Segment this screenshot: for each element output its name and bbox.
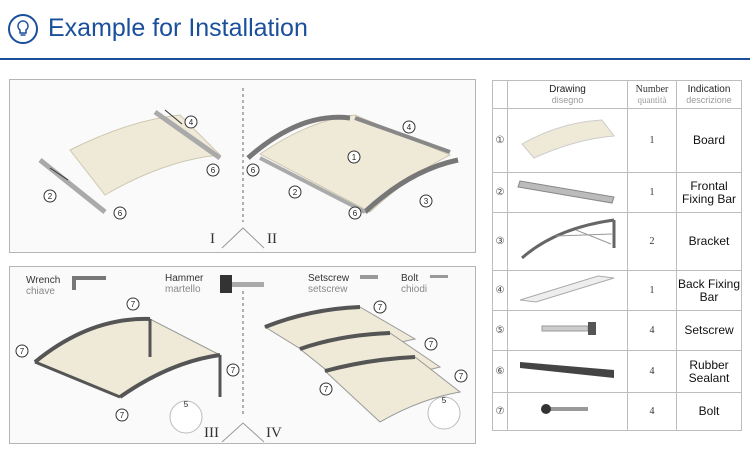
callout-7a: 7 [131, 300, 136, 309]
callout-6b: 6 [118, 209, 123, 218]
hammer-icon [220, 275, 264, 293]
callout-1a: 1 [352, 153, 357, 162]
callout-5b: 5 [442, 396, 447, 405]
tool-bolt-sub: chiodi [401, 284, 428, 295]
callout-7b: 7 [20, 347, 25, 356]
table-row: ③ 2 Bracket [492, 212, 742, 271]
bolt-icon [430, 275, 448, 278]
callout-7f: 7 [429, 340, 434, 349]
callout-7h: 7 [324, 385, 329, 394]
back-fixing-bar-drawing [507, 270, 628, 311]
board-drawing [507, 108, 628, 173]
callout-7e: 7 [378, 303, 383, 312]
header: Example for Installation [0, 0, 750, 62]
tool-setscrew-label: Setscrew [308, 273, 350, 284]
tool-wrench: Wrench chiave [26, 275, 60, 297]
callout-2b: 2 [293, 188, 298, 197]
table-row: ⑥ 4 Rubber Sealant [492, 350, 742, 393]
step-label-3: III [204, 425, 219, 441]
wrench-icon [72, 276, 106, 290]
lightbulb-icon [8, 14, 38, 44]
callout-4b: 4 [407, 123, 412, 132]
callout-5a: 5 [184, 400, 189, 409]
tool-wrench-label: Wrench [26, 275, 61, 286]
table-header-row: Drawing disegno Number quantità Indicati… [492, 80, 742, 109]
installation-panel-top: 4 6 2 6 1 2 6 4 6 3 I II [9, 79, 476, 253]
setscrew-icon [360, 275, 378, 279]
callout-7c: 7 [231, 366, 236, 375]
table-row: ⑤ 4 Setscrew [492, 310, 742, 351]
tool-setscrew: Setscrew setscrew [308, 273, 349, 295]
table-row: ⑦ 4 Bolt [492, 392, 742, 431]
bracket-drawing [507, 212, 628, 271]
header-indication: Indication descrizione [676, 80, 742, 109]
header-drawing: Drawing disegno [507, 80, 628, 109]
title-rule [0, 58, 750, 60]
step-label-2: II [267, 231, 277, 247]
table-row: ④ 1 Back Fixing Bar [492, 270, 742, 311]
callout-7d: 7 [120, 411, 125, 420]
tool-bolt: Bolt chiodi [401, 273, 427, 295]
setscrew-drawing [507, 310, 628, 351]
callout-6a: 6 [211, 166, 216, 175]
frontal-fixing-bar-drawing [507, 172, 628, 213]
callout-6d: 6 [353, 209, 358, 218]
step-label-1: I [210, 231, 215, 247]
tool-hammer-label: Hammer [165, 273, 204, 284]
callout-4a: 4 [189, 118, 194, 127]
parts-table: Drawing disegno Number quantità Indicati… [492, 80, 742, 431]
tool-setscrew-sub: setscrew [308, 284, 348, 295]
table-row: ① 1 Board [492, 108, 742, 173]
tool-hammer-sub: martello [165, 284, 201, 295]
callout-6c: 6 [251, 166, 256, 175]
callout-2a: 2 [48, 192, 53, 201]
bolt-drawing [507, 392, 628, 431]
board-sheet [69, 114, 222, 196]
callout-3a: 3 [424, 197, 429, 206]
tool-wrench-sub: chiave [26, 286, 55, 297]
steps-3-4-illustration: 7 7 7 7 7 7 7 7 5 5 [15, 275, 468, 443]
page-title: Example for Installation [48, 14, 308, 42]
installation-panel-bottom: Wrench chiave Hammer martello Setscrew s… [9, 266, 476, 444]
table-row: ② 1 Frontal Fixing Bar [492, 172, 742, 213]
steps-1-2-illustration: 4 6 2 6 1 2 6 4 6 3 [38, 88, 459, 249]
rubber-sealant-drawing [507, 350, 628, 393]
tool-hammer: Hammer martello [165, 273, 203, 295]
callout-7g: 7 [459, 372, 464, 381]
step-label-4: IV [266, 425, 282, 441]
header-number: Number quantità [627, 80, 677, 109]
tool-bolt-label: Bolt [401, 273, 419, 284]
